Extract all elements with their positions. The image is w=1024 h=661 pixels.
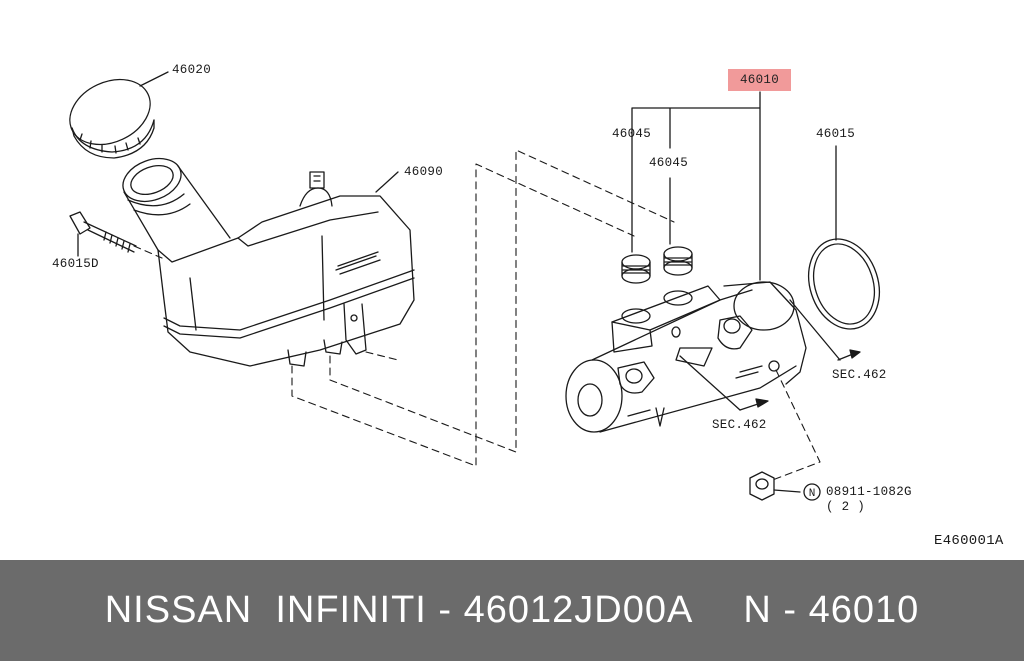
label-section-upper: SEC.462: [832, 368, 887, 382]
footer-part-number: NISSAN INFINITI - 46012JD00A: [104, 589, 694, 631]
label-nut-qty: ( 2 ): [826, 500, 866, 514]
section-arrow-lower: [679, 355, 769, 411]
reservoir-cap: [69, 78, 155, 159]
label-bolt: 46015D: [52, 257, 99, 271]
o-ring: [808, 238, 880, 330]
grommet-seal-2: [663, 246, 693, 276]
label-o-ring: 46015: [816, 127, 856, 141]
label-grommet-2: 46045: [649, 156, 689, 170]
label-cap: 46020: [172, 63, 212, 77]
label-nut-number: 08911-1082G: [826, 485, 912, 499]
footer-oem-number: N - 46010: [743, 589, 920, 631]
hex-nut: [749, 471, 775, 501]
footer-banner: NISSAN INFINITI - 46012JD00A N - 46010: [0, 560, 1024, 661]
parts-diagram: N: [69, 71, 880, 501]
label-section-lower: SEC.462: [712, 418, 767, 432]
diagram-code: E460001A: [934, 533, 1004, 549]
nut-marker-letter: N: [809, 488, 816, 500]
label-master-cylinder: 46010: [728, 69, 792, 91]
section-arrow-upper: [789, 299, 861, 361]
label-reservoir: 46090: [404, 165, 444, 179]
brake-fluid-reservoir: [122, 157, 415, 367]
nut-marker-circle: [803, 483, 821, 501]
label-grommet-1: 46045: [612, 127, 652, 141]
assembly-lines: [133, 149, 821, 485]
brake-master-cylinder: [565, 281, 807, 433]
grommet-seal-1: [621, 254, 651, 284]
mounting-bolt: [69, 211, 137, 253]
